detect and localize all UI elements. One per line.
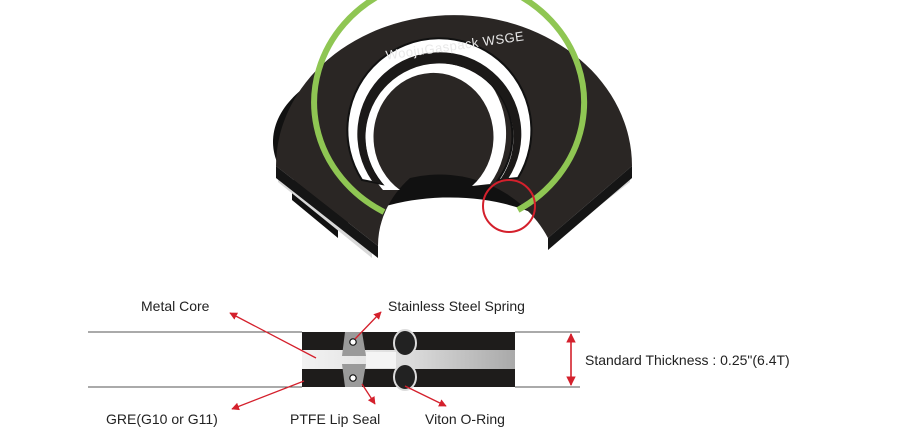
callout-arrow-ptfe-lip-seal: [361, 383, 376, 405]
stainless-spring-top: [349, 338, 357, 346]
callout-arrow-stainless-spring: [354, 311, 382, 340]
label-gre: GRE(G10 or G11): [106, 411, 218, 427]
detail-highlight-circle: [482, 179, 536, 233]
label-stainless-spring: Stainless Steel Spring: [388, 298, 525, 314]
callout-arrow-metal-core: [229, 312, 317, 359]
seal-groove: [366, 352, 396, 368]
callout-arrow-viton-oring: [404, 385, 447, 407]
callouts: Metal Core Stainless Steel Spring GRE(G1…: [106, 298, 790, 427]
gasket-edge-shadow: [276, 166, 378, 258]
label-ptfe-lip-seal: PTFE Lip Seal: [290, 411, 380, 427]
callout-arrow-gre: [231, 380, 305, 411]
label-viton-oring: Viton O-Ring: [425, 411, 505, 427]
gasket-3d-view: WoojuGaspack WSGE: [273, 0, 632, 258]
gasket-edge-shadow-right: [548, 166, 632, 250]
label-metal-core: Metal Core: [141, 298, 210, 314]
cross-section-view: [88, 329, 580, 391]
green-seal-ring: [311, 0, 588, 215]
stainless-spring-bottom: [349, 374, 357, 382]
viton-oring-bottom: [393, 363, 417, 391]
viton-oring-top: [393, 329, 417, 357]
label-standard-thickness: Standard Thickness : 0.25"(6.4T): [585, 352, 790, 368]
